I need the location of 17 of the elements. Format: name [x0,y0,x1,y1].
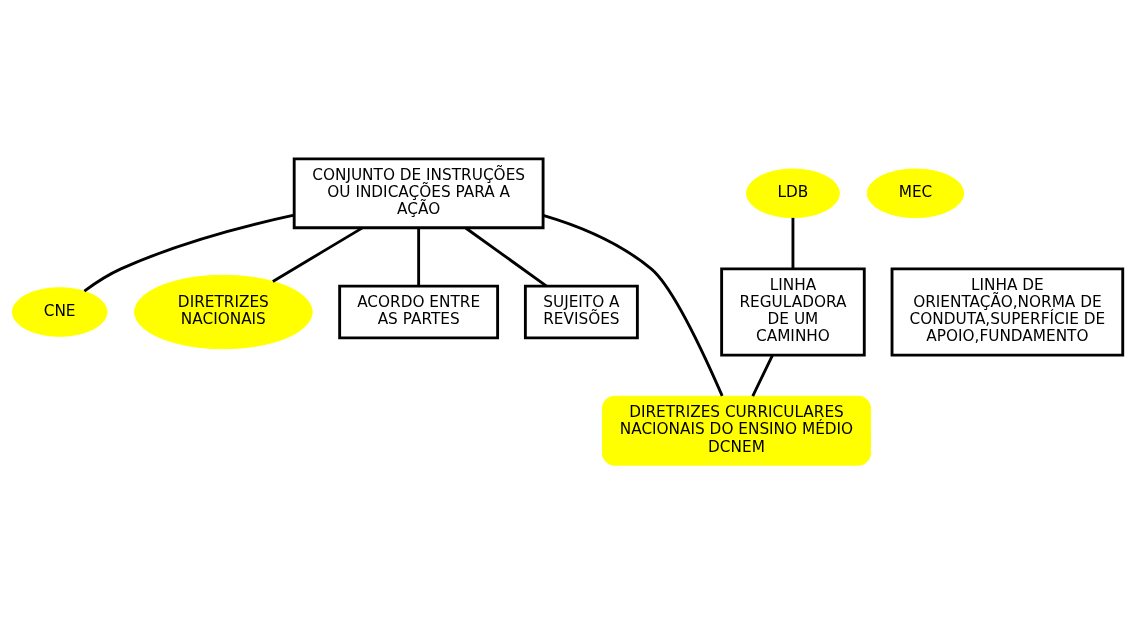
node-box: ACORDO ENTRE AS PARTES [338,284,500,339]
node-box: LINHA REGULADORA DE UM CAMINHO [720,267,866,356]
connector [272,226,364,283]
connector [542,213,724,396]
node-box: DIRETRIZES CURRICULARES NACIONAIS DO ENSINO MÉDIO DCNEM [601,395,871,466]
node-box: LINHA DE ORIENTAÇÃO,NORMA DE CONDUTA,SUPERFÍCIE DE APOIO,FUNDAMENTO [890,267,1125,356]
node-ellipse: LDB [745,168,840,218]
node-ellipse: MEC [866,168,965,218]
connector [83,213,295,292]
node-box: SUJEITO A REVISÕES [523,284,639,339]
connector [791,217,795,269]
node-ellipse: DIRETRIZES NACIONAIS [134,274,313,349]
connector [417,227,421,286]
connector [751,354,774,397]
node-ellipse: CNE [11,286,108,337]
node-box: CONJUNTO DE INSTRUÇÕES OU INDICAÇÕES PARA A AÇÃO [292,156,545,229]
connector [464,226,548,287]
